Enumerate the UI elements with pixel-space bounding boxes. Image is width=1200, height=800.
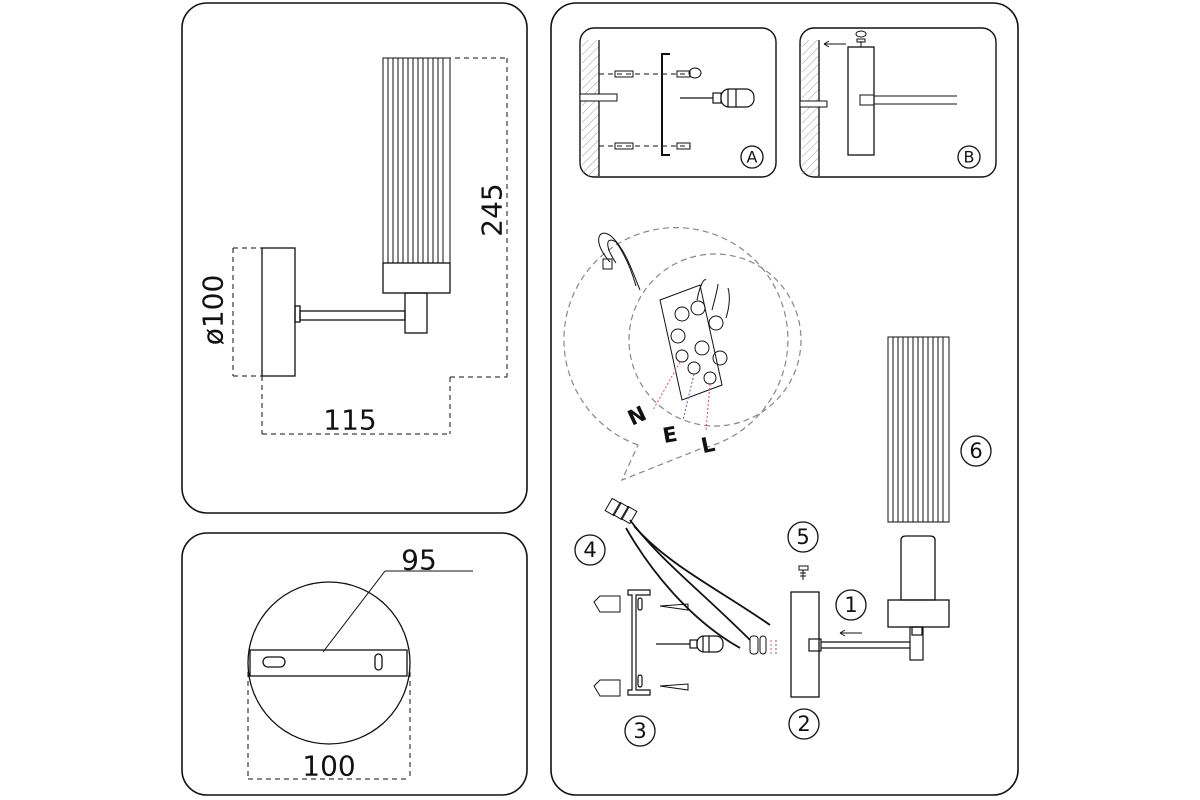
step-4-wires: 4: [574, 497, 777, 656]
detail-b-badge: [957, 145, 981, 169]
detail-a-label: A: [747, 148, 758, 167]
wire-label-e: E: [661, 422, 679, 448]
wire-label-n: N: [624, 401, 650, 430]
base-circle: [247, 581, 411, 745]
step-2-badge: [788, 708, 820, 740]
side-shade: [382, 57, 451, 334]
detail-b-box: B: [799, 27, 997, 178]
step-4-badge: [574, 534, 606, 566]
wall-anchor-icons: [593, 595, 621, 697]
step-2-label: 2: [797, 712, 810, 736]
base-view-panel: 95 100: [181, 532, 528, 796]
step-6-label: 6: [969, 439, 982, 463]
plate-width-label: 95: [401, 544, 437, 577]
step-1-label: 1: [844, 593, 857, 617]
terminal-block: [659, 279, 730, 401]
wire-n: [652, 361, 681, 411]
wiring-detail-bubble: N E L: [563, 227, 802, 482]
step-1-badge: [835, 589, 867, 621]
step-6-badge: [960, 435, 992, 467]
wire-label-l: L: [699, 432, 717, 458]
step-2-base: 2: [788, 591, 820, 740]
base-dimension-lines: [247, 570, 473, 780]
diameter-dimension-label: ø100: [197, 275, 230, 346]
side-base-and-arm: [261, 247, 406, 377]
mounting-plate: [249, 649, 408, 677]
detail-b-arrow: [823, 40, 846, 48]
bracket-icon: [661, 53, 670, 156]
wire-e: [682, 373, 695, 421]
base-diameter-label: 100: [302, 750, 355, 783]
step-1-arm: 1: [808, 589, 924, 661]
step-1-arrow: [839, 629, 862, 637]
detail-a-box: A: [579, 27, 777, 178]
step-6-shade: 6: [887, 336, 992, 628]
step-3-bracket: 3: [593, 589, 724, 747]
side-dimension-lines: [232, 57, 508, 435]
wall-screw-icons: [659, 603, 689, 691]
step-3-screwdriver-icon: [656, 635, 724, 653]
detail-b-base: [847, 46, 875, 156]
step-5-badge: [787, 521, 819, 553]
height-dimension-label: 245: [476, 183, 509, 236]
detail-a-badge: [740, 145, 764, 169]
depth-dimension-label: 115: [323, 404, 376, 437]
step-4-label: 4: [583, 538, 596, 562]
step-3-badge: [624, 715, 656, 747]
step-5-label: 5: [796, 525, 809, 549]
screwdriver-icon: [680, 88, 755, 108]
detail-b-label: B: [964, 148, 975, 167]
side-view-panel: 245 ø100 115: [181, 2, 528, 514]
step-3-label: 3: [633, 719, 646, 743]
step-5-screw: 5: [787, 521, 819, 580]
installation-panel: A B: [550, 2, 1019, 796]
